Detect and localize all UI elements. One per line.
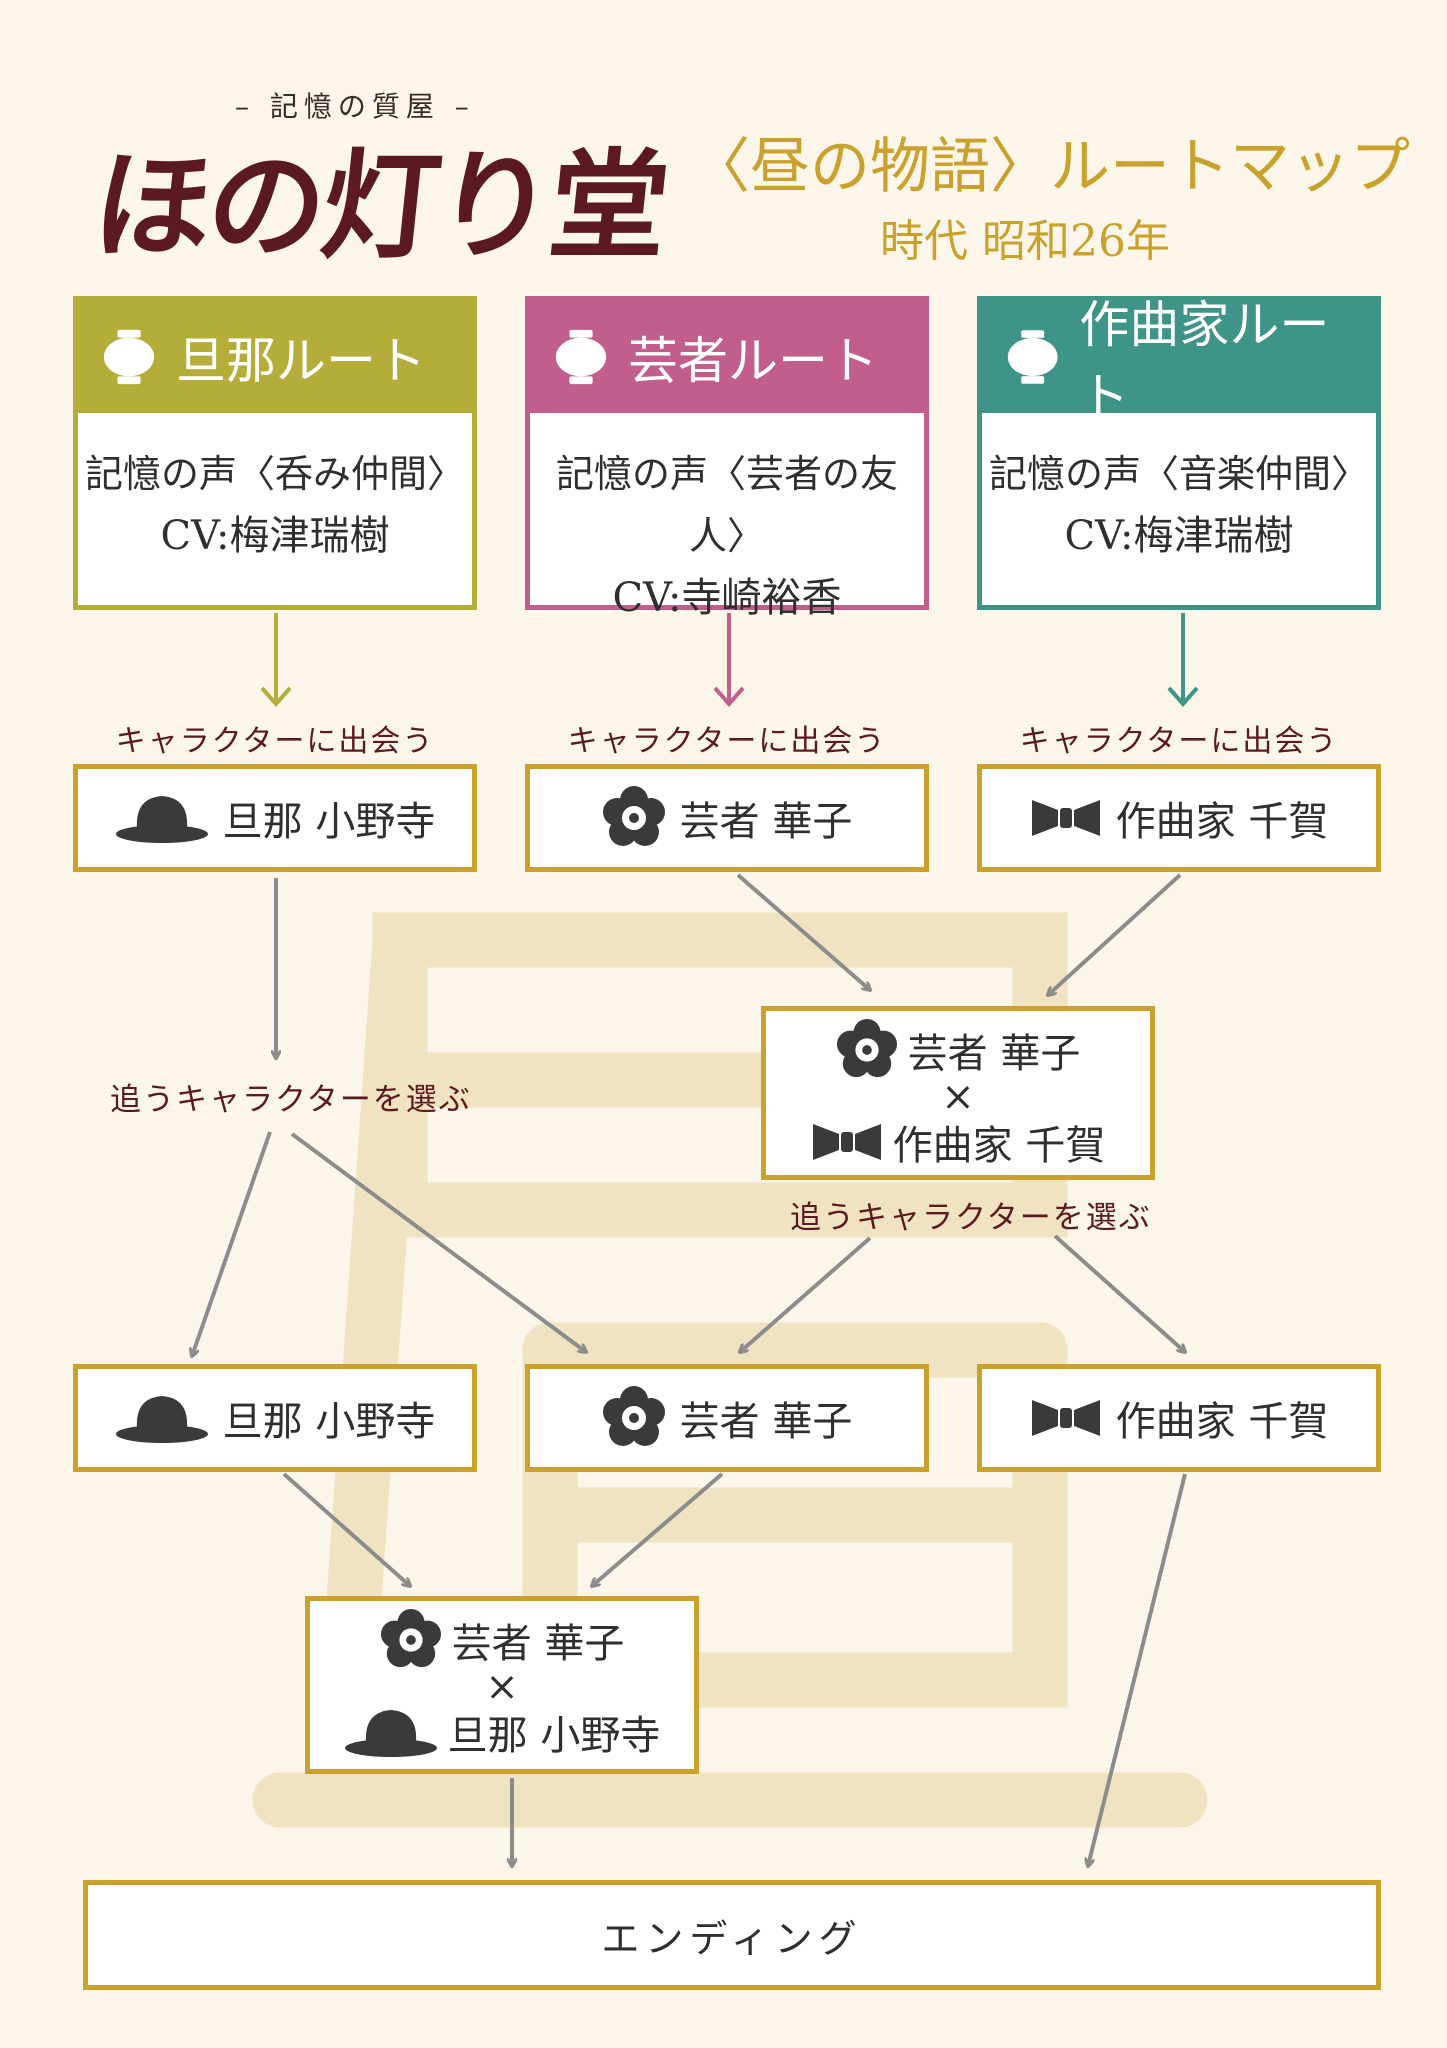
cross-mark: ×	[941, 1074, 975, 1120]
arrowhead-danna-route	[260, 686, 292, 708]
plum-blossom-icon	[602, 786, 665, 846]
route-header: 旦那ルート	[78, 301, 472, 413]
lantern-icon	[103, 329, 155, 385]
arrow-choose-to-danna	[192, 1131, 272, 1356]
character-name: 芸者 華子	[907, 1031, 1081, 1077]
arrow-choose-to-composer	[1053, 1234, 1185, 1352]
arrow-geisha-to-pair	[736, 873, 870, 990]
arrow-choose-to-geisha	[290, 1132, 586, 1352]
route-header: 作曲家ルート	[982, 296, 1376, 426]
hat-icon	[115, 1396, 208, 1443]
route-title-composer: 作曲家ルート	[1079, 296, 1330, 426]
lantern-icon	[555, 329, 607, 385]
route-title-danna: 旦那ルート	[176, 332, 426, 390]
meet-label-geisha: キャラクターに出会う	[567, 724, 887, 759]
route-arrows	[260, 613, 1199, 708]
flow-arrow-group	[192, 873, 1187, 1866]
route-cv-geisha: CV:寺崎裕香	[612, 575, 842, 621]
pair-box-geisha-composer: 芸者 華子 × 作曲家 千賀	[761, 1006, 1155, 1180]
character-name: 旦那 小野寺	[447, 1713, 661, 1759]
route-cv-danna: CV:梅津瑞樹	[160, 513, 390, 559]
route-header: 芸者ルート	[530, 301, 924, 413]
arrowhead-composer-route	[1167, 686, 1199, 708]
arrow-danna-to-pair	[282, 1472, 410, 1586]
route-card-composer: 作曲家ルート 記憶の声〈音楽仲間〉 CV:梅津瑞樹	[977, 296, 1381, 610]
bow-tie-icon	[1031, 1400, 1100, 1436]
logo-subtitle: – 記憶の質屋 –	[235, 90, 475, 123]
choose-label-right: 追うキャラクターを選ぶ	[790, 1200, 1152, 1236]
character-name: 芸者 華子	[679, 1399, 853, 1445]
route-card-geisha: 芸者ルート 記憶の声〈芸者の友人〉 CV:寺崎裕香	[525, 296, 929, 621]
era-label: 時代 昭和26年	[880, 216, 1170, 267]
character-name: 芸者 華子	[451, 1621, 625, 1667]
arrow-geisha-to-pair2	[592, 1472, 724, 1586]
arrow-composer-to-ending	[1088, 1473, 1187, 1866]
route-card-danna: 旦那ルート 記憶の声〈呑み仲間〉 CV:梅津瑞樹	[73, 296, 477, 610]
route-voice-geisha: 記憶の声〈芸者の友人〉	[555, 452, 898, 558]
ending-box: エンディング	[83, 1880, 1381, 1990]
bow-tie-icon	[1031, 800, 1100, 836]
hat-icon	[115, 796, 208, 843]
character-name: 作曲家 千賀	[1115, 1399, 1329, 1445]
character-box-composer-2: 作曲家 千賀	[977, 1364, 1381, 1472]
character-box-danna-2: 旦那 小野寺	[73, 1364, 477, 1472]
character-name: 芸者 華子	[679, 799, 853, 845]
lantern-icon	[1007, 330, 1058, 384]
plum-blossom-icon	[380, 1609, 441, 1668]
ending-label: エンディング	[601, 1916, 863, 1961]
route-voice-composer: 記憶の声〈音楽仲間〉	[988, 452, 1369, 496]
character-box-composer: 作曲家 千賀	[977, 764, 1381, 872]
character-box-danna: 旦那 小野寺	[73, 764, 477, 872]
route-cv-composer: CV:梅津瑞樹	[1064, 513, 1294, 559]
route-voice-danna: 記憶の声〈呑み仲間〉	[84, 452, 465, 496]
plum-blossom-icon	[602, 1386, 665, 1446]
meet-label-danna: キャラクターに出会う	[115, 724, 435, 759]
character-box-geisha: 芸者 華子	[525, 764, 929, 872]
map-title: 〈昼の物語〉ルートマップ	[690, 132, 1410, 202]
hat-icon	[344, 1710, 437, 1757]
meet-label-composer: キャラクターに出会う	[1019, 724, 1339, 759]
character-name: 作曲家 千賀	[892, 1123, 1106, 1169]
arrow-choose-to-geisha-right	[740, 1236, 872, 1352]
route-title-geisha: 芸者ルート	[628, 332, 878, 390]
character-box-geisha-2: 芸者 華子	[525, 1364, 929, 1472]
character-name: 旦那 小野寺	[222, 799, 436, 845]
arrow-composer-to-pair	[1048, 873, 1182, 995]
bow-tie-icon	[812, 1124, 881, 1160]
character-name: 旦那 小野寺	[222, 1399, 436, 1445]
pair-box-geisha-danna: 芸者 華子 × 旦那 小野寺	[305, 1596, 699, 1774]
character-name: 作曲家 千賀	[1115, 799, 1329, 845]
choose-label-left: 追うキャラクターを選ぶ	[110, 1082, 472, 1118]
arrowhead-geisha-route	[713, 686, 745, 708]
cross-mark: ×	[485, 1664, 519, 1710]
plum-blossom-icon	[836, 1019, 897, 1078]
